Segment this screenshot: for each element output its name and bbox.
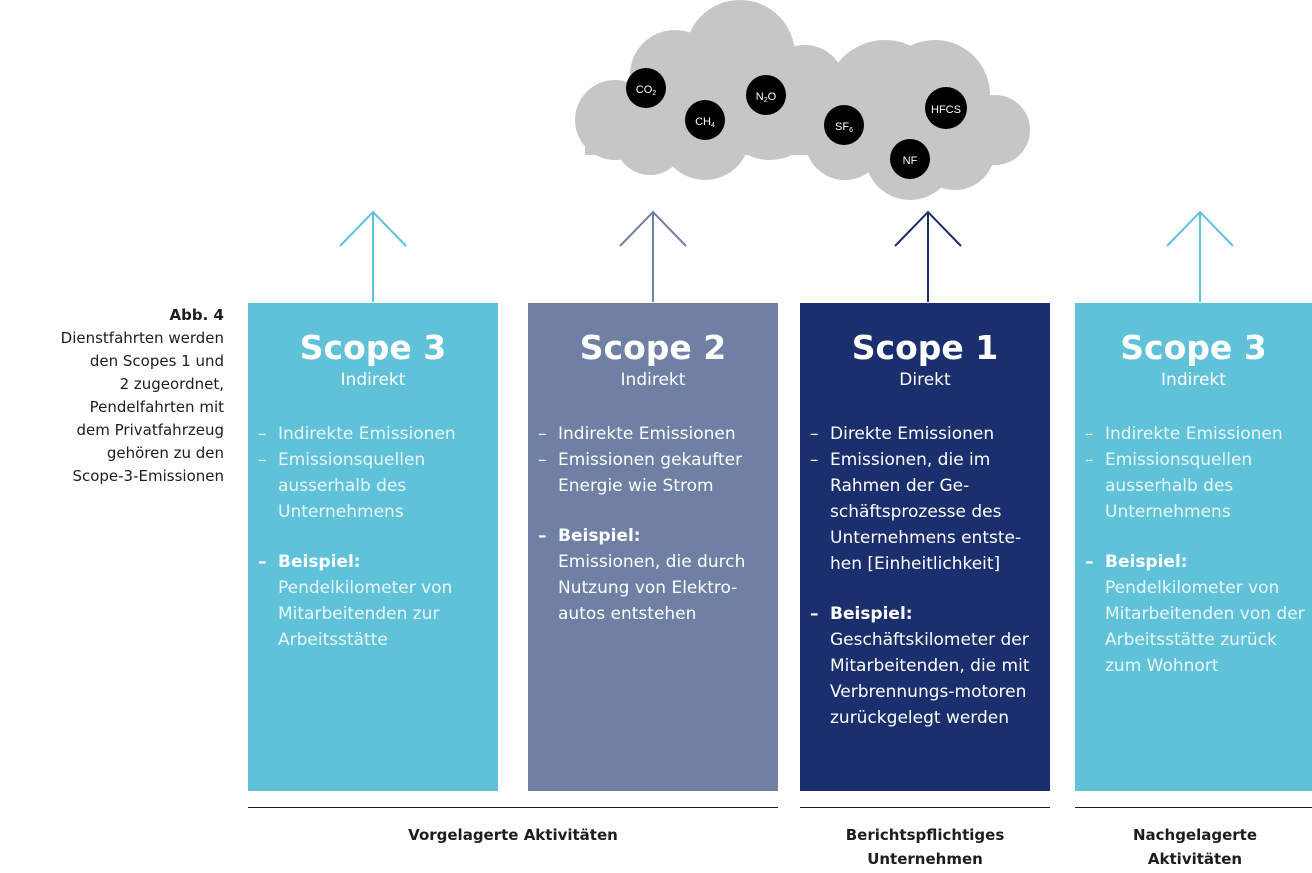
divider-downstream [1075,807,1312,808]
figure-caption: Abb. 4 Dienstfahrten werden den Scopes 1… [0,305,224,488]
gas-hfcs: HFCS [925,87,967,129]
scope-items: –Indirekte Emissionen –Emissionsquellen … [258,421,498,525]
caption-title: Abb. 4 [169,306,224,324]
scope-items: –Indirekte Emissionen –Emissionen gekauf… [538,421,778,499]
arrow-up-icon [894,210,962,302]
scope-kind: Indirekt [340,370,406,390]
list-item: –Indirekte Emissionen [258,424,456,444]
svg-text:CO2: CO2 [636,84,657,97]
list-item: –Emissionen gekaufter Energie wie Strom [538,450,743,496]
scope-items: –Indirekte Emissionen –Emissionsquellen … [1085,421,1312,525]
caption-line: Dienstfahrten werden [60,329,224,347]
divider-company [800,807,1050,808]
example-text: Geschäftskilometer der Mitarbeitenden, d… [830,630,1030,728]
caption-line: gehören zu den [106,444,224,462]
scope-example: – Beispiel: Pendelkilometer von Mitarbei… [258,549,498,653]
scope-3-downstream-box: Scope 3 Indirekt –Indirekte Emissionen –… [1075,303,1312,791]
scope-title: Scope 2 [579,328,727,367]
scope-2-box: Scope 2 Indirekt –Indirekte Emissionen –… [528,303,778,791]
caption-line: Scope-3-Emissionen [72,467,224,485]
arrow-up-icon [1166,210,1234,302]
example-label: Beispiel: [558,526,641,546]
greenhouse-gas-cloud: CO2 CH4 N2O SF6 HFCS NF [575,0,1030,200]
example-label: Beispiel: [830,604,913,624]
svg-text:HFCS: HFCS [931,104,961,116]
caption-line: 2 zugeordnet, [119,375,224,393]
scope-kind: Direkt [899,370,951,390]
example-text: Emissionen, die durch Nutzung von Elektr… [558,552,746,624]
gas-co2: CO2 [626,68,666,108]
scope-title: Scope 3 [1120,328,1267,367]
list-item: –Indirekte Emissionen [1085,424,1283,444]
example-text: Pendelkilometer von Mitarbeitenden zur A… [278,578,453,650]
gas-n2o: N2O [746,75,786,115]
list-item: –Indirekte Emissionen [538,424,736,444]
example-label: Beispiel: [278,552,361,572]
scope-kind: Indirekt [1161,370,1226,390]
scope-example: – Beispiel: Geschäftskilometer der Mitar… [810,601,1050,731]
gas-sf6: SF6 [824,105,864,145]
caption-text: Dienstfahrten werden den Scopes 1 und 2 … [0,327,224,488]
divider-upstream [248,807,778,808]
scope-kind: Indirekt [620,370,686,390]
list-item: –Direkte Emissionen [810,424,995,444]
caption-line: Pendelfahrten mit [89,398,224,416]
arrow-up-icon [339,210,407,302]
gas-nf: NF [890,139,930,179]
list-item: –Emissionsquellen ausserhalb des Unterne… [258,450,426,522]
scope-example: – Beispiel: Pendelkilometer von Mitarbei… [1085,549,1312,679]
group-label-upstream: Vorgelagerte Aktivitäten [408,826,618,844]
scope-title: Scope 3 [299,328,447,367]
svg-text:CH4: CH4 [695,116,715,129]
group-label-company: Berichtspflichtiges Unternehmen [845,826,1005,868]
example-text: Pendelkilometer von Mitarbeitenden von d… [1105,578,1305,676]
scope-items: –Direkte Emissionen –Emissionen, die im … [810,421,1050,577]
example-label: Beispiel: [1105,552,1188,572]
caption-line: dem Privatfahrzeug [76,421,224,439]
scope-example: – Beispiel: Emissionen, die durch Nutzun… [538,523,778,627]
svg-text:N2O: N2O [756,91,777,104]
scope-1-box: Scope 1 Direkt –Direkte Emissionen –Emis… [800,303,1050,791]
group-label-downstream: Nachgelagerte Aktivitäten [1132,826,1258,868]
list-item: –Emissionsquellen ausserhalb des Unterne… [1085,450,1253,522]
gas-ch4: CH4 [685,100,725,140]
svg-text:NF: NF [903,155,918,167]
arrow-up-icon [619,210,687,302]
caption-line: den Scopes 1 und [89,352,224,370]
scope-title: Scope 1 [851,328,999,367]
list-item: –Emissionen, die im Rahmen der Ge-schäft… [810,450,1022,574]
svg-text:SF6: SF6 [835,121,853,134]
scope-3-upstream-box: Scope 3 Indirekt –Indirekte Emissionen –… [248,303,498,791]
